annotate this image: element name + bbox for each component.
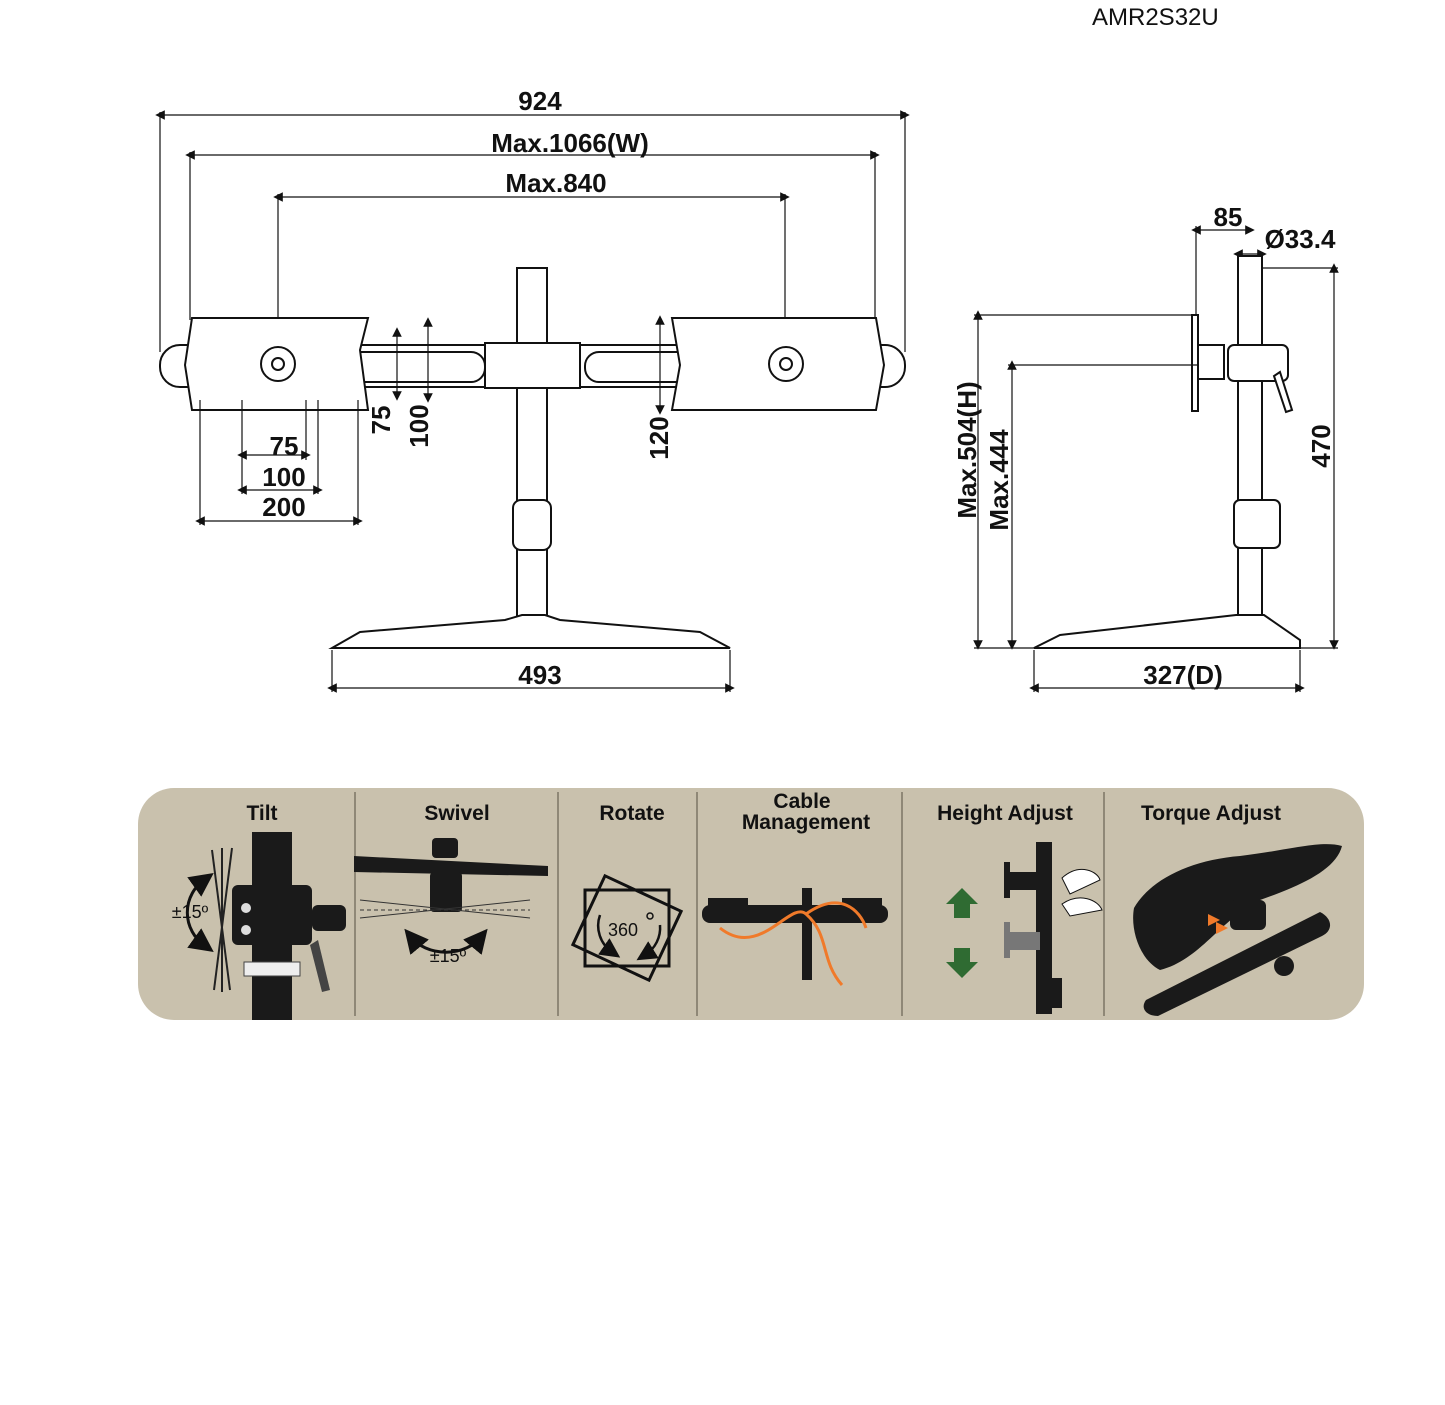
dim-max-height: Max.504(H) xyxy=(952,381,982,518)
dim-470: 470 xyxy=(1306,424,1336,467)
dim-depth: 327(D) xyxy=(1143,660,1222,690)
tilt-degrees: ±15º xyxy=(172,902,209,922)
dim-base-width: 493 xyxy=(518,660,561,690)
base-front xyxy=(328,614,731,649)
swivel-icon: ±15º xyxy=(354,838,548,966)
tilt-icon: ±15º xyxy=(172,832,346,1020)
dim-max-width: Max.1066(W) xyxy=(491,128,649,158)
dim-85: 85 xyxy=(1214,202,1243,232)
side-view: 85 Ø33.4 Max.504(H) Max.444 470 327(D) xyxy=(952,202,1339,693)
torque-adjust-icon xyxy=(1133,844,1342,1016)
tilt-head xyxy=(1227,344,1289,382)
feature-cable-label-line2: Management xyxy=(742,811,870,834)
dim-overall: 924 xyxy=(518,86,562,116)
feature-rotate-label: Rotate xyxy=(599,802,664,825)
base-side xyxy=(1033,614,1301,649)
feature-cable-label-line1: Cable xyxy=(773,790,830,813)
feature-swivel-label: Swivel xyxy=(424,802,489,825)
pole xyxy=(516,267,548,621)
feature-height-label: Height Adjust xyxy=(937,802,1073,825)
feature-torque-label: Torque Adjust xyxy=(1141,802,1281,825)
dim-vesa-v-75: 75 xyxy=(366,406,396,435)
feature-strip: Tilt ±15º Swivel xyxy=(138,788,1364,1020)
feature-height-adjust: Height Adjust xyxy=(937,802,1103,1014)
feature-swivel: Swivel ±15º xyxy=(354,802,548,966)
feature-tilt: Tilt ±15º xyxy=(172,802,346,1020)
front-view: 924 Max.1066(W) Max.840 75 100 xyxy=(155,86,910,693)
dim-vesa-h-200: 200 xyxy=(262,492,305,522)
feature-cable-management: Cable Management xyxy=(702,790,888,986)
dim-pole-diameter: Ø33.4 xyxy=(1265,224,1336,254)
dim-vesa-h-75: 75 xyxy=(270,431,299,461)
height-collar xyxy=(512,499,552,551)
feature-tilt-label: Tilt xyxy=(246,802,277,825)
rotate-icon: 360 xyxy=(570,873,684,983)
arrow-down-icon xyxy=(946,948,978,978)
model-number: AMR2S32U xyxy=(1092,4,1219,31)
pole-side xyxy=(1237,255,1263,621)
feature-rotate: Rotate 360 xyxy=(570,802,684,983)
dim-vesa-h-100: 100 xyxy=(262,462,305,492)
dim-max-center: Max.840 xyxy=(505,168,606,198)
rotate-degrees: 360 xyxy=(608,920,638,940)
dim-max-444: Max.444 xyxy=(984,429,1014,531)
dim-vesa-v-100: 100 xyxy=(404,404,434,447)
feature-torque-adjust: Torque Adjust xyxy=(1133,802,1342,1016)
height-adjust-icon xyxy=(946,842,1103,1014)
dim-arm-120: 120 xyxy=(644,416,674,459)
swivel-degrees: ±15º xyxy=(430,946,467,966)
cable-management-icon xyxy=(702,888,888,986)
arrow-up-icon xyxy=(946,888,978,918)
